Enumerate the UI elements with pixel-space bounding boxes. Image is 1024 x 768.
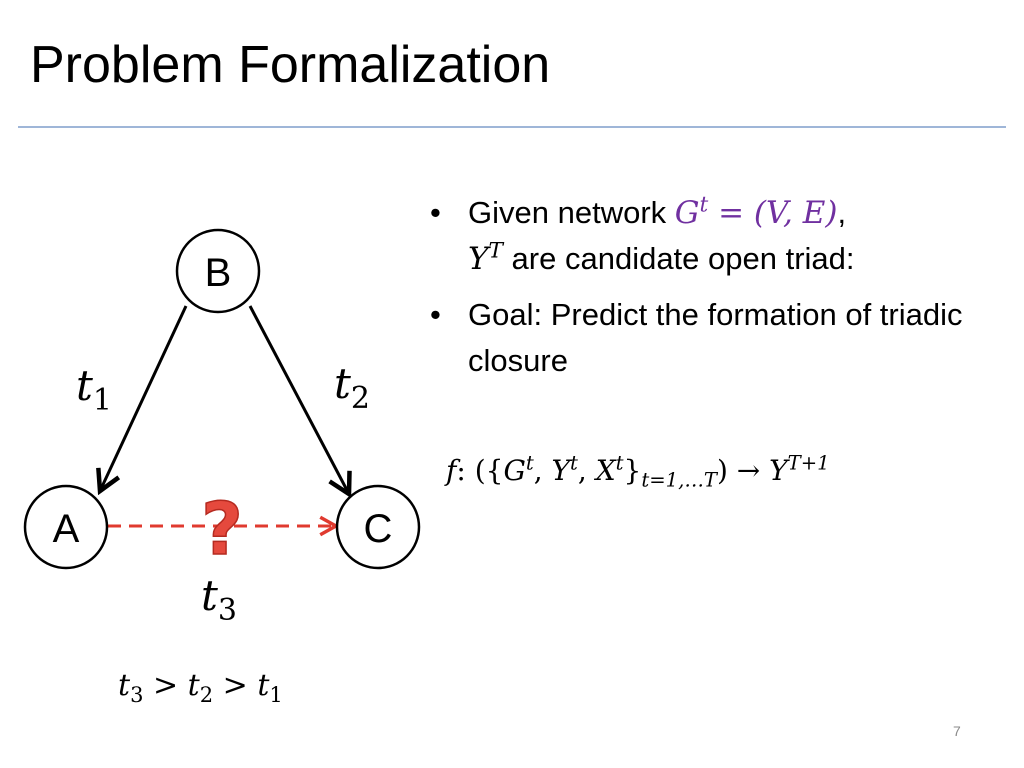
node-b: B <box>175 228 261 314</box>
edge-label-t3-base: t <box>201 571 218 620</box>
formula-y: Y <box>551 454 570 487</box>
formula-comma-2: , <box>577 454 596 487</box>
formula-x: X <box>595 454 616 487</box>
formula-y-out-sup: T+1 <box>787 451 830 475</box>
edge-label-t2-sub: 2 <box>351 381 370 416</box>
edge-b-c <box>248 305 349 494</box>
order-t1-sub: 1 <box>269 683 283 707</box>
bullet-1-suffix: are candidate open triad: <box>502 241 855 276</box>
node-c-label: C <box>364 507 393 551</box>
formula-arrow: ) → <box>716 454 770 487</box>
order-gt-2: > <box>213 668 258 703</box>
question-mark-icon: ? <box>201 487 243 571</box>
bullet-1-math-y: YT <box>468 238 503 277</box>
bullet-2-text: Goal: Predict the formation of triadic c… <box>468 297 963 378</box>
node-b-label: B <box>205 251 232 295</box>
order-t3-sub: 3 <box>130 683 144 707</box>
math-eq: = (V, E) <box>708 195 838 231</box>
bullet-goal: Goal: Predict the formation of triadic c… <box>428 292 988 384</box>
node-a: A <box>23 484 109 570</box>
formula-close-brace: } <box>623 454 642 487</box>
bullet-1-prefix: Given network <box>468 195 675 230</box>
formula-colon: : ({ <box>456 454 504 487</box>
bullet-1-comma: , <box>837 195 847 230</box>
math-g-sup: t <box>699 192 709 218</box>
bullet-list: Given network Gt = (V, E), YT are candid… <box>428 190 988 394</box>
slide-title: Problem Formalization <box>30 36 551 94</box>
order-t3: t <box>118 668 131 703</box>
math-y-sup: T <box>488 238 503 264</box>
formula-y-out: Y <box>769 454 788 487</box>
order-t2-sub: 2 <box>199 683 214 707</box>
bullet-1-math-g: Gt = (V, E) <box>674 192 838 231</box>
formula: f: ({Gt, Yt, Xt}t=1,…T) → YT+1 <box>446 446 830 496</box>
formula-g: G <box>503 454 526 487</box>
order-gt-1: > <box>143 668 188 703</box>
edge-label-t3-sub: 3 <box>218 593 237 628</box>
title-divider <box>18 126 1006 128</box>
order-t1: t <box>257 668 270 703</box>
edge-label-t2-base: t <box>334 359 351 408</box>
edge-label-t1: t1 <box>76 361 112 418</box>
time-ordering: t3 > t2 > t1 <box>118 664 283 708</box>
formula-range-sub: t=1,…T <box>641 468 717 492</box>
order-t2: t <box>187 668 200 703</box>
formula-y-sup: t <box>570 451 578 475</box>
bullet-given-network: Given network Gt = (V, E), YT are candid… <box>428 190 988 282</box>
edge-b-a <box>100 305 188 491</box>
formula-comma-1: , <box>533 454 552 487</box>
node-a-label: A <box>53 507 80 551</box>
node-c: C <box>335 484 421 570</box>
formula-g-sup: t <box>525 451 534 475</box>
edge-label-t1-sub: 1 <box>93 383 112 418</box>
math-g: G <box>674 195 700 231</box>
formula-f: f <box>446 454 457 487</box>
math-y: Y <box>468 241 489 277</box>
edge-label-t2: t2 <box>334 359 370 416</box>
edge-label-t1-base: t <box>76 361 93 410</box>
edge-label-t3: t3 <box>201 571 237 628</box>
formula-x-sup: t <box>615 451 624 475</box>
page-number: 7 <box>953 723 961 739</box>
